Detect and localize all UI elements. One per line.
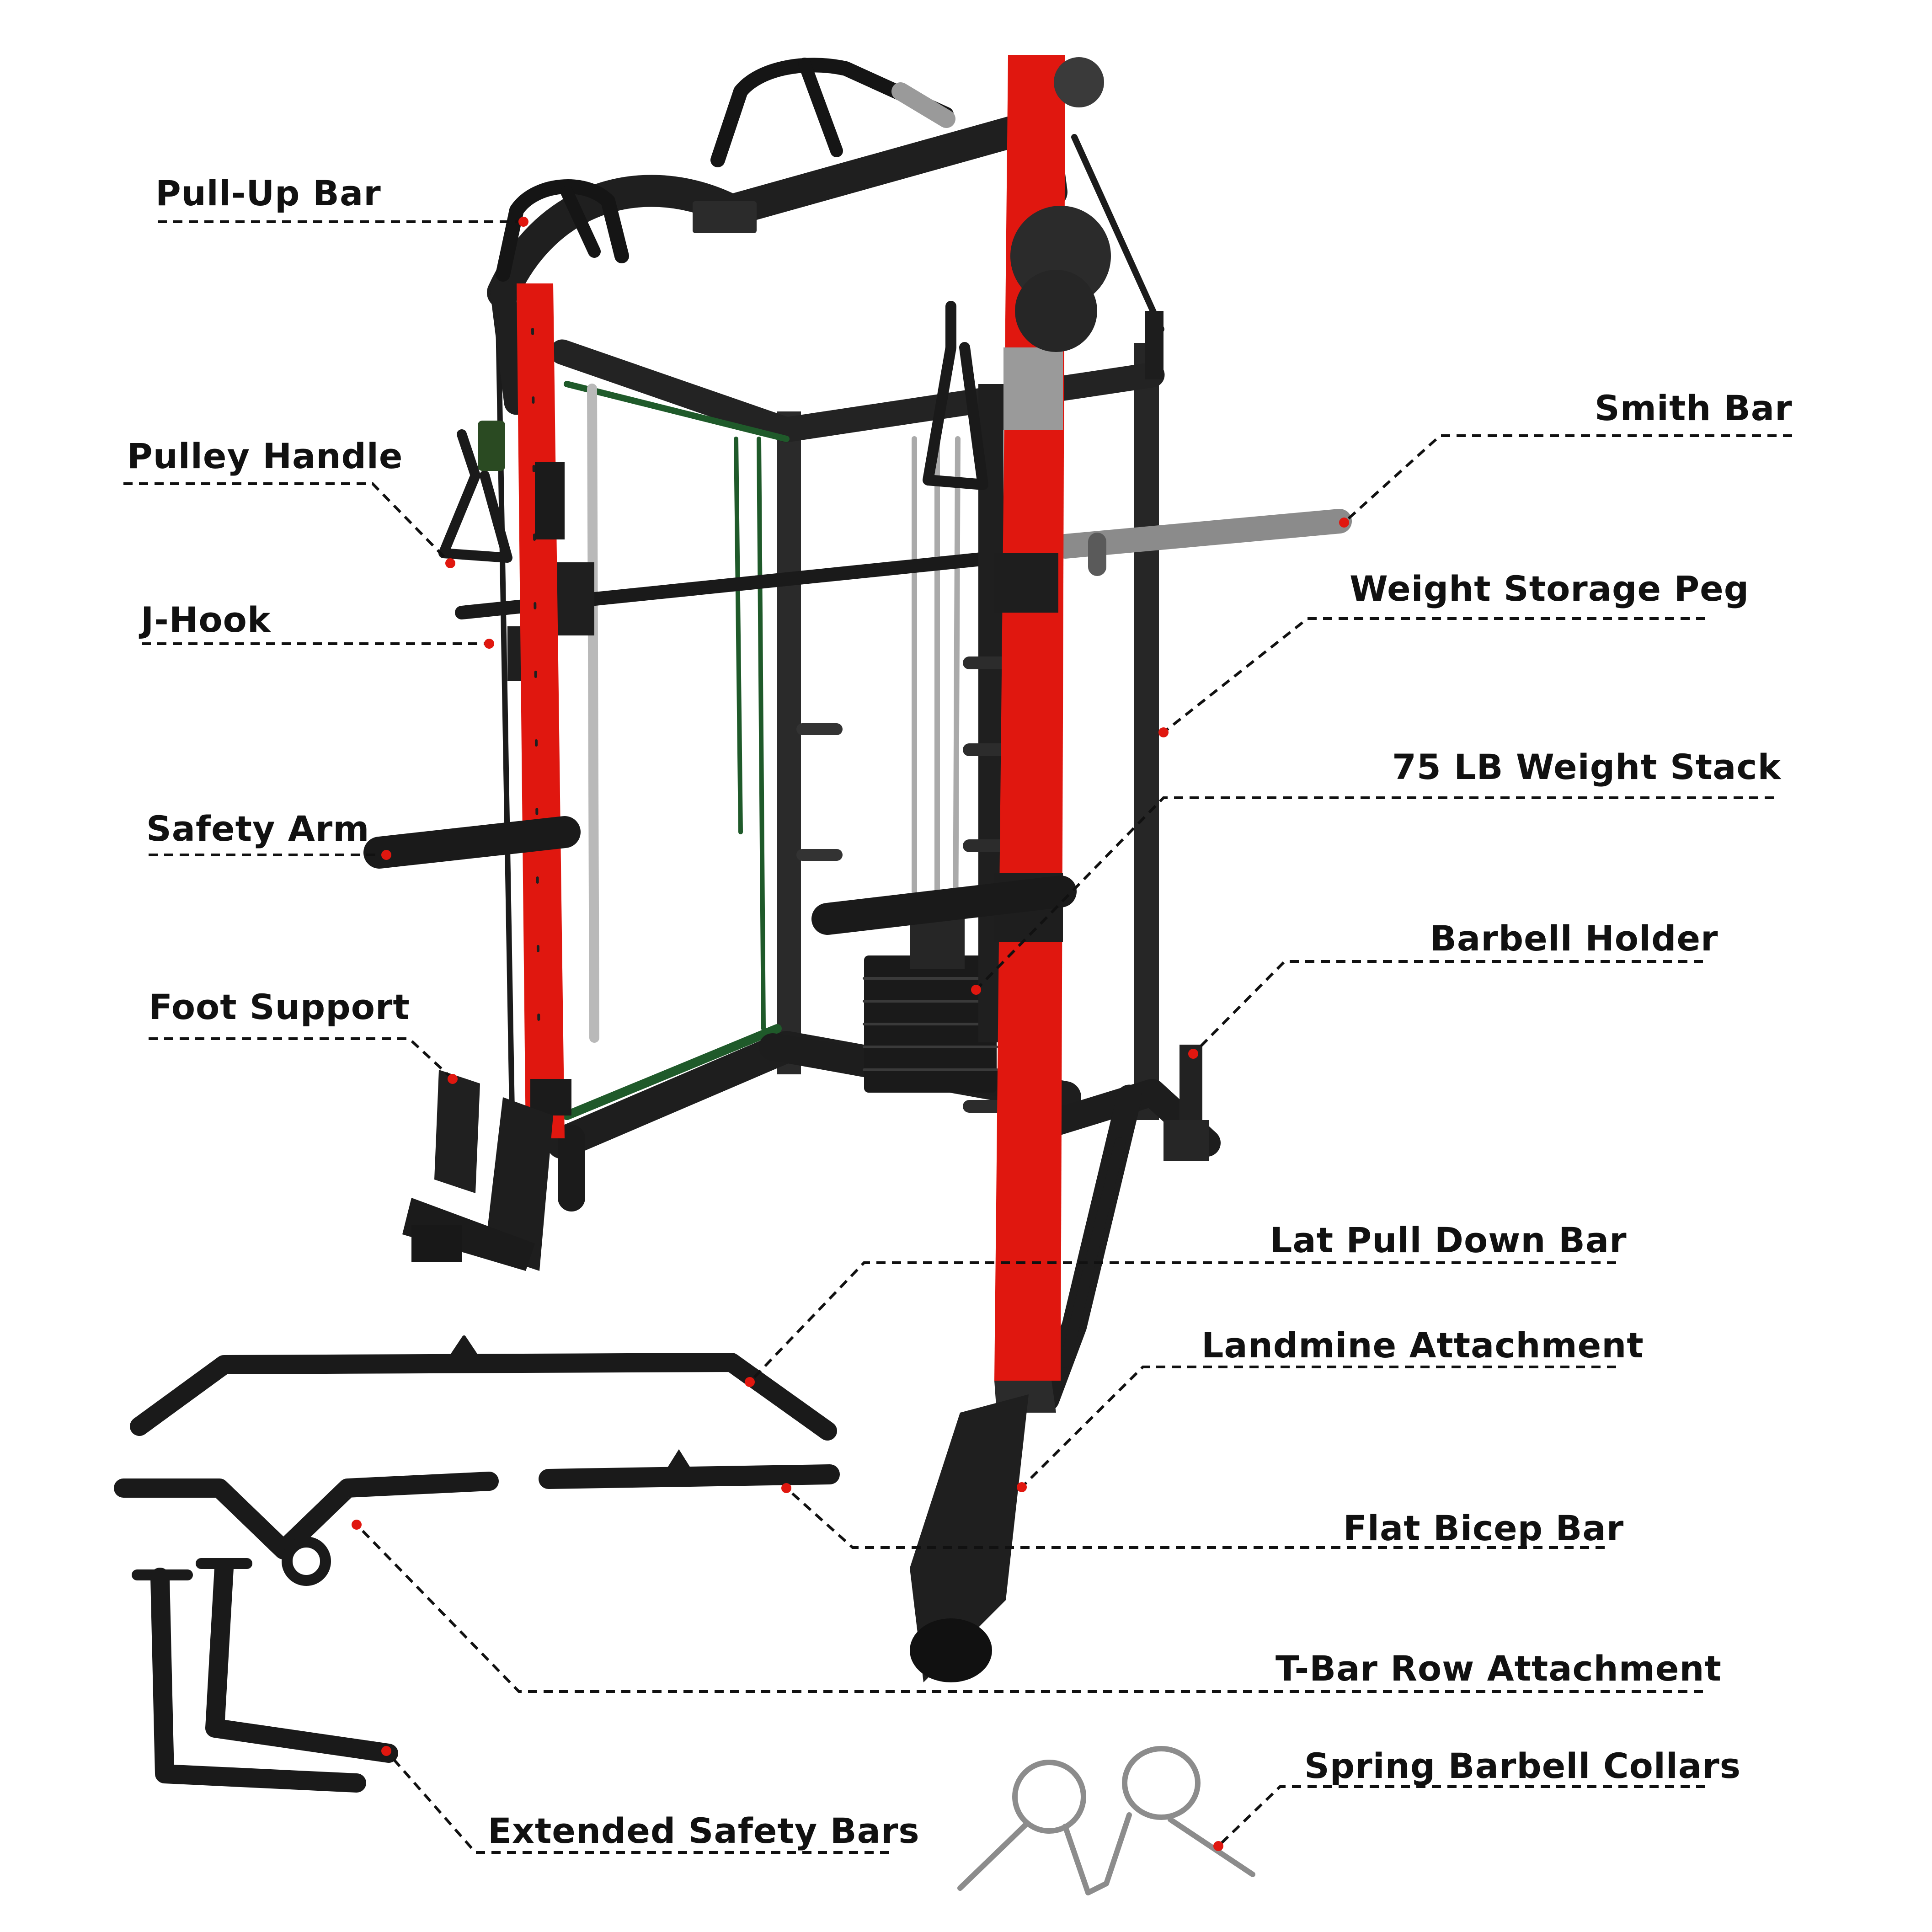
leader-lines	[123, 220, 1792, 1854]
extended-safety-bars-drawing	[150, 1568, 366, 1793]
label-pulley-handle: Pulley Handle	[127, 436, 403, 476]
lat-pull-down-bar-drawing	[130, 1353, 837, 1441]
label-safety-arm: Safety Arm	[146, 808, 370, 849]
label-barbell-holder: Barbell Holder	[1430, 918, 1719, 959]
callout-dots	[352, 217, 1349, 1851]
smith-machine-frame	[363, 55, 1352, 1682]
label-weight-storage-peg: Weight Storage Peg	[1350, 568, 1750, 609]
label-j-hook: J-Hook	[141, 599, 271, 640]
flat-bicep-bar-drawing	[539, 1464, 840, 1489]
label-t-bar-row-attachment: T-Bar Row Attachment	[1276, 1648, 1722, 1689]
label-smith-bar: Smith Bar	[1595, 388, 1793, 428]
label-spring-barbell-collars: Spring Barbell Collars	[1304, 1745, 1741, 1786]
t-bar-row-drawing	[114, 1472, 499, 1559]
spring-collars-drawing	[957, 1746, 1255, 1895]
label-weight-stack: 75 LB Weight Stack	[1392, 747, 1781, 787]
label-pull-up-bar: Pull-Up Bar	[155, 173, 381, 213]
accessories	[114, 1335, 1255, 1895]
label-foot-support: Foot Support	[149, 987, 410, 1027]
label-flat-bicep-bar: Flat Bicep Bar	[1343, 1508, 1624, 1548]
label-lat-pull-down-bar: Lat Pull Down Bar	[1270, 1220, 1627, 1260]
label-extended-safety-bars: Extended Safety Bars	[488, 1810, 920, 1851]
label-landmine-attachment: Landmine Attachment	[1201, 1325, 1644, 1366]
